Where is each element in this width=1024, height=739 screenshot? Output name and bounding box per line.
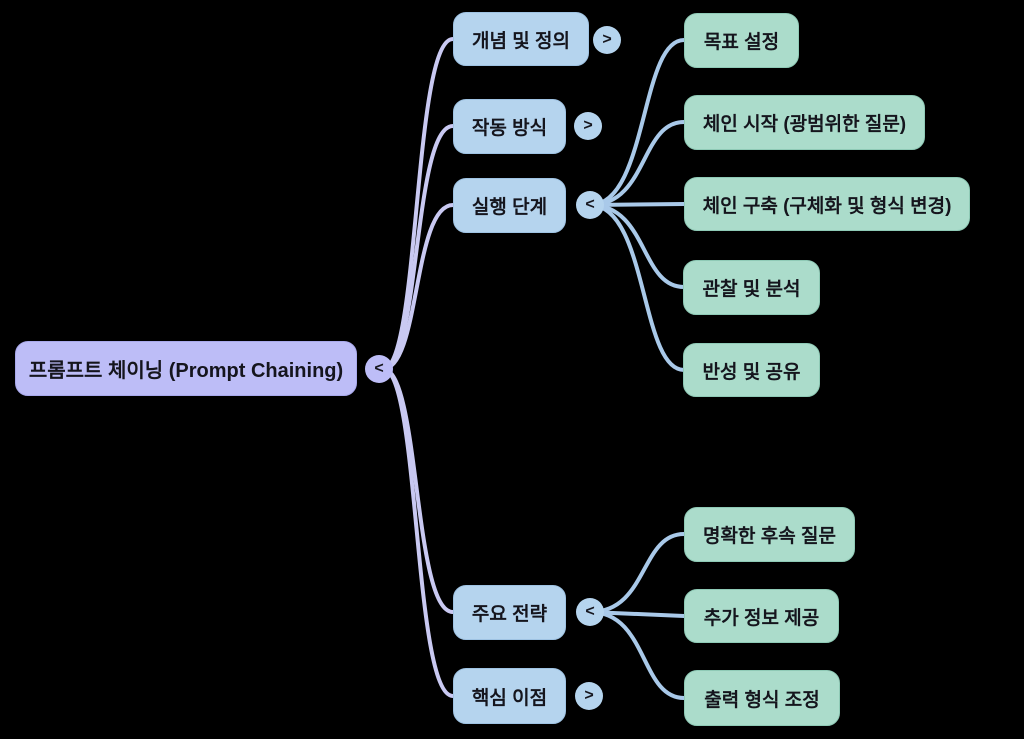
node-strategies[interactable]: 주요 전략 — [453, 585, 566, 640]
chevron-left-icon: < — [585, 603, 595, 620]
expand-button-benefits[interactable]: > — [575, 682, 603, 710]
link-steps-chain-start — [588, 120, 686, 207]
link-steps-reflect — [588, 203, 686, 372]
node-mechanism[interactable]: 작동 방식 — [453, 99, 566, 154]
link-root-strategies — [381, 367, 455, 614]
node-concept-label: 개념 및 정의 — [472, 30, 570, 52]
link-root-concept — [381, 37, 455, 371]
link-steps-observe — [588, 203, 686, 289]
link-root-benefits — [381, 367, 455, 698]
chevron-right-icon: > — [583, 117, 593, 134]
node-root[interactable]: 프롬프트 체이닝 (Prompt Chaining) — [15, 341, 357, 396]
node-chain-start[interactable]: 체인 시작 (광범위한 질문) — [684, 95, 925, 150]
chevron-right-icon: > — [584, 687, 594, 704]
link-root-mechanism — [381, 124, 455, 371]
node-output-format-label: 출력 형식 조정 — [704, 689, 820, 711]
node-followup[interactable]: 명확한 후속 질문 — [684, 507, 855, 562]
chevron-right-icon: > — [602, 31, 612, 48]
node-chain-build-label: 체인 구축 (구체화 및 형식 변경) — [702, 195, 952, 217]
node-followup-label: 명확한 후속 질문 — [703, 526, 836, 547]
node-root-label: 프롬프트 체이닝 (Prompt Chaining) — [28, 360, 344, 382]
node-observe[interactable]: 관찰 및 분석 — [683, 260, 820, 315]
node-benefits-label: 핵심 이점 — [471, 687, 548, 709]
link-steps-goal — [588, 38, 686, 207]
node-more-info-label: 추가 정보 제공 — [703, 607, 820, 629]
link-steps-chain-build — [588, 202, 686, 207]
link-root-steps — [381, 203, 455, 371]
node-mechanism-label: 작동 방식 — [471, 118, 548, 139]
node-chain-start-label: 체인 시작 (광범위한 질문) — [702, 114, 907, 135]
node-reflect[interactable]: 반성 및 공유 — [683, 343, 820, 397]
collapse-button-strategies[interactable]: < — [576, 598, 604, 626]
node-goal-label: 목표 설정 — [703, 32, 780, 53]
collapse-button-steps[interactable]: < — [576, 191, 604, 219]
link-strategies-more-info — [588, 610, 686, 618]
node-chain-build[interactable]: 체인 구축 (구체화 및 형식 변경) — [684, 177, 970, 231]
node-benefits[interactable]: 핵심 이점 — [453, 668, 566, 724]
node-reflect-label: 반성 및 공유 — [702, 361, 801, 383]
link-strategies-output-format — [588, 610, 686, 700]
chevron-left-icon: < — [585, 196, 595, 213]
node-strategies-label: 주요 전략 — [471, 604, 548, 625]
node-more-info[interactable]: 추가 정보 제공 — [684, 589, 839, 643]
link-strategies-followup — [588, 532, 686, 614]
node-concept[interactable]: 개념 및 정의 — [453, 12, 589, 66]
node-output-format[interactable]: 출력 형식 조정 — [684, 670, 840, 726]
expand-button-mechanism[interactable]: > — [574, 112, 602, 140]
chevron-left-icon: < — [374, 360, 384, 377]
node-observe-label: 관찰 및 분석 — [702, 279, 801, 300]
node-steps[interactable]: 실행 단계 — [453, 178, 566, 233]
node-steps-label: 실행 단계 — [471, 197, 548, 218]
node-goal[interactable]: 목표 설정 — [684, 13, 799, 68]
expand-button-concept[interactable]: > — [593, 26, 621, 54]
collapse-button-root[interactable]: < — [365, 355, 393, 383]
